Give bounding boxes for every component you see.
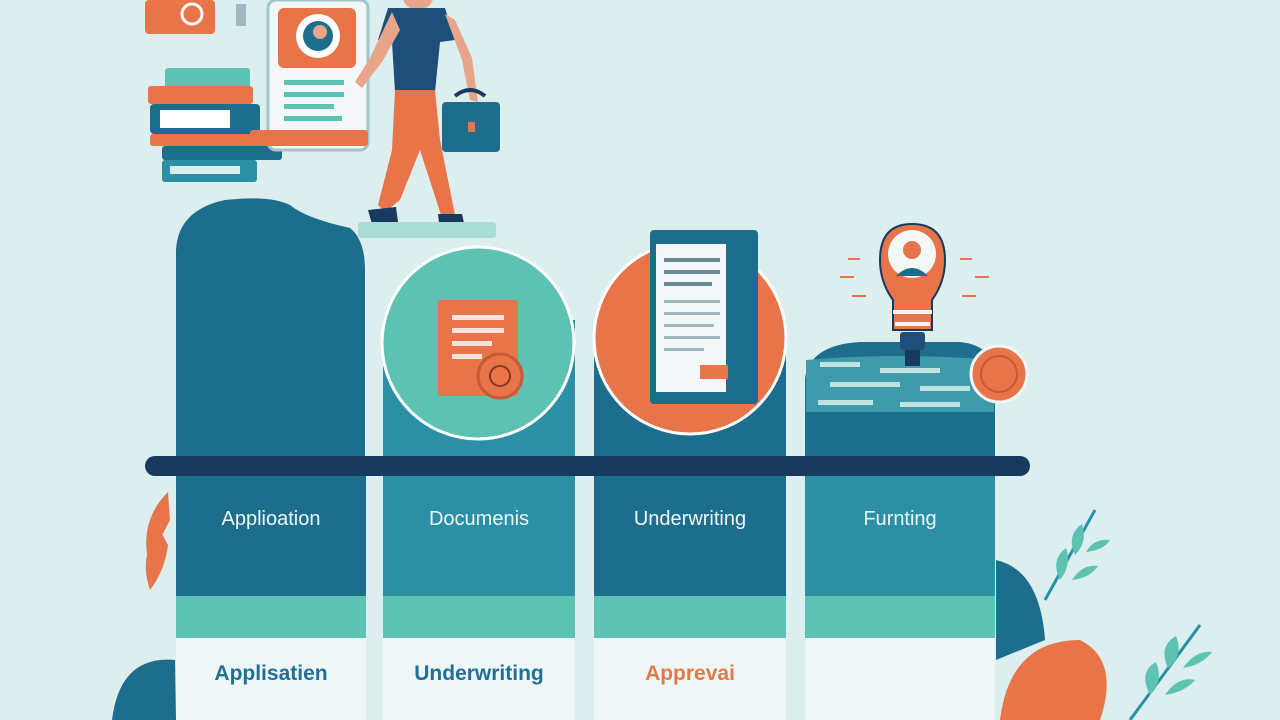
column-1-top bbox=[176, 198, 365, 471]
column-top-label: Furnting bbox=[863, 508, 937, 530]
column-bottom-label: Apprevai bbox=[645, 662, 735, 685]
column-top-label: Applioation bbox=[221, 508, 321, 530]
document-circle-icon bbox=[380, 245, 576, 470]
timeline-bar bbox=[145, 456, 1030, 476]
column-bodies bbox=[176, 476, 995, 720]
book-stack-icon bbox=[148, 68, 282, 182]
column-4-top bbox=[805, 342, 995, 470]
document-stack-icon bbox=[250, 0, 370, 152]
coin-icon bbox=[969, 344, 1029, 404]
column-top-label: Documenis bbox=[428, 508, 530, 530]
column-bottom-label: Applisatien bbox=[214, 662, 328, 685]
briefcase-icon bbox=[442, 88, 500, 152]
process-column-2: Documenis Underwriting bbox=[383, 476, 575, 720]
process-column-1: Applioation Applisatien bbox=[176, 476, 366, 720]
lightbulb-person-icon bbox=[840, 222, 989, 366]
person-walking-icon bbox=[355, 0, 496, 238]
leaf-icon-right bbox=[996, 509, 1212, 720]
column-top-label: Underwriting bbox=[633, 508, 747, 530]
process-column-4: Furnting bbox=[805, 476, 995, 720]
leaf-icon bbox=[112, 492, 176, 720]
process-column-3: Underwriting Apprevai bbox=[594, 476, 786, 720]
camera-card-icon bbox=[145, 0, 246, 34]
paper-sheet-circle-icon bbox=[592, 230, 788, 470]
column-bottom-label: Underwriting bbox=[414, 662, 544, 685]
